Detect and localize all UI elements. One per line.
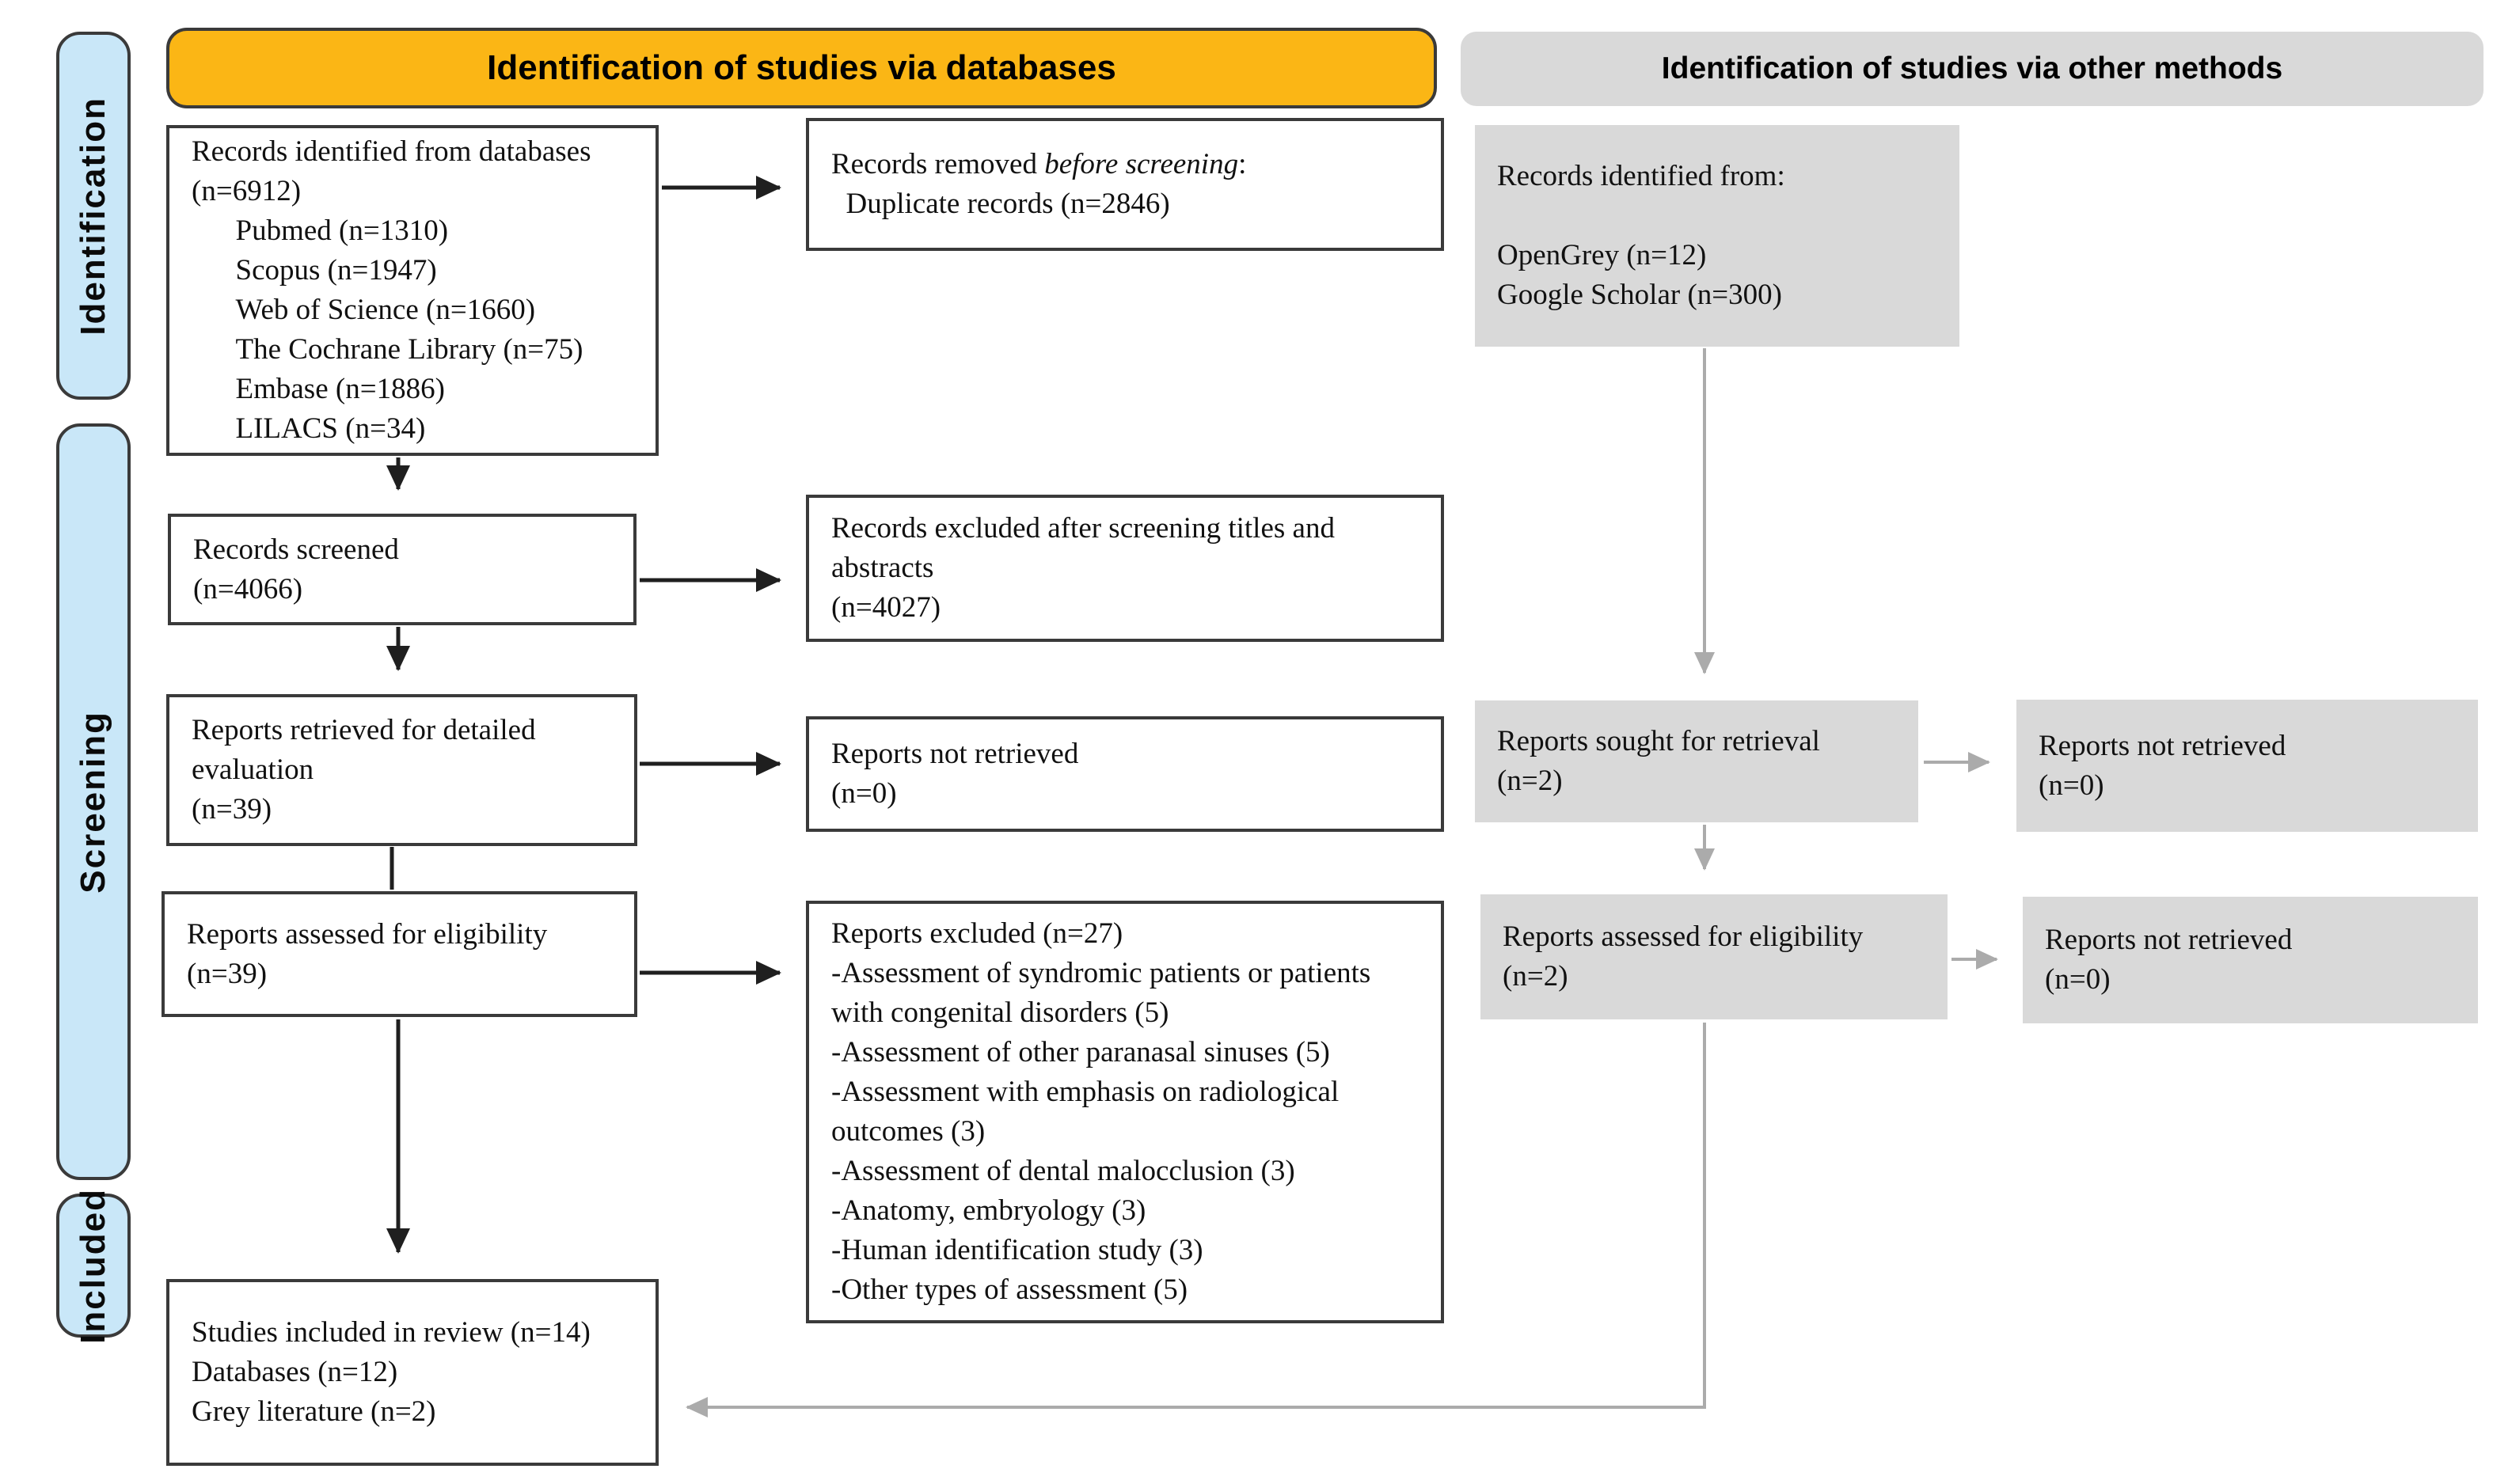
- box-text-line: -Anatomy, embryology (3): [831, 1194, 1146, 1227]
- box-text-line: -Human identification study (3): [831, 1234, 1203, 1266]
- box-text-line: Reports excluded (n=27): [831, 917, 1123, 950]
- records-removed-prefix: Records removed: [831, 148, 1045, 180]
- box-text-line: Pubmed (n=1310): [192, 214, 449, 247]
- box-text-line: Reports not retrieved: [831, 738, 1079, 770]
- box-text-line: (n=39): [192, 793, 272, 825]
- box-text-line: (n=4027): [831, 591, 941, 624]
- records-removed-suffix: :: [1238, 148, 1247, 180]
- box-text-line: (n=0): [2039, 769, 2104, 802]
- stage-label-included: Included: [74, 1187, 112, 1344]
- box-text-line: abstracts: [831, 552, 934, 584]
- box-text-line: Records identified from databases: [192, 135, 591, 168]
- box-text-line: Records identified from:: [1497, 160, 1785, 192]
- box-text-line: -Assessment of dental malocclusion (3): [831, 1155, 1295, 1187]
- records-removed-italic: before screening: [1044, 148, 1239, 180]
- box-reports-assessed-eligibility-other: Reports assessed for eligibility (n=2): [1480, 894, 1948, 1019]
- box-text-line: evaluation: [192, 753, 314, 786]
- box-text-line: (n=4066): [193, 572, 303, 605]
- box-reports-excluded-reasons: Reports excluded (n=27) -Assessment of sy…: [806, 901, 1444, 1323]
- box-text-line: The Cochrane Library (n=75): [192, 333, 583, 366]
- box-text-line: (n=2): [1503, 960, 1568, 992]
- box-reports-not-retrieved-other-2: Reports not retrieved (n=0): [2023, 897, 2478, 1023]
- stage-bar-identification: Identification: [56, 32, 131, 400]
- box-studies-included-in-review: Studies included in review (n=14) Databas…: [166, 1279, 659, 1466]
- box-records-screened: Records screened (n=4066): [168, 514, 637, 625]
- box-reports-sought-for-retrieval: Reports sought for retrieval (n=2): [1475, 700, 1918, 822]
- box-reports-assessed-eligibility-databases: Reports assessed for eligibility (n=39): [162, 891, 637, 1017]
- duplicate-records-line: Duplicate records (n=2846): [831, 188, 1170, 220]
- box-records-identified-databases: Records identified from databases (n=6912…: [166, 125, 659, 456]
- box-text-line: Databases (n=12): [192, 1356, 398, 1388]
- box-text-line: -Assessment of other paranasal sinuses (…: [831, 1036, 1330, 1068]
- box-reports-not-retrieved-other-1: Reports not retrieved (n=0): [2016, 700, 2478, 832]
- box-text-line: (n=39): [187, 957, 268, 990]
- box-text-line: -Other types of assessment (5): [831, 1273, 1188, 1306]
- box-text-line: Grey literature (n=2): [192, 1395, 436, 1428]
- box-text-line: Embase (n=1886): [192, 373, 445, 405]
- box-text-line: Reports assessed for eligibility: [187, 917, 548, 951]
- box-records-removed-before-screening: Records removed before screening: Duplic…: [806, 118, 1444, 251]
- box-text-line: (n=2): [1497, 765, 1563, 797]
- box-text-line: Studies included in review (n=14): [192, 1316, 591, 1349]
- box-text-line: Reports assessed for eligibility: [1503, 920, 1864, 953]
- box-text-line: -Assessment of syndromic patients or pat…: [831, 957, 1371, 989]
- box-reports-retrieved-detailed-evaluation: Reports retrieved for detailed evaluation…: [166, 694, 637, 846]
- box-text-line: Records excluded after screening titles …: [831, 512, 1335, 545]
- stage-label-identification: Identification: [74, 96, 112, 336]
- box-text-line: OpenGrey (n=12): [1497, 239, 1707, 271]
- box-text-line: with congenital disorders (5): [831, 996, 1169, 1029]
- box-text-line: LILACS (n=34): [192, 412, 426, 445]
- header-identification-via-other-methods: Identification of studies via other meth…: [1461, 32, 2483, 106]
- records-removed-line: Records removed before screening:: [831, 145, 1430, 184]
- box-text-line: (n=0): [2045, 963, 2111, 996]
- box-text-line: Google Scholar (n=300): [1497, 279, 1782, 311]
- box-text-line: (n=6912): [192, 175, 302, 207]
- stage-bar-screening: Screening: [56, 423, 131, 1180]
- box-text-line: Web of Science (n=1660): [192, 294, 536, 326]
- box-text-line: (n=0): [831, 777, 897, 810]
- box-text-line: [1497, 196, 1948, 236]
- box-reports-not-retrieved-databases: Reports not retrieved (n=0): [806, 716, 1444, 832]
- box-text-line: Reports not retrieved: [2045, 924, 2293, 956]
- box-text-line: Reports retrieved for detailed: [192, 714, 536, 746]
- box-text-line: Scopus (n=1947): [192, 254, 437, 287]
- box-records-excluded-after-screening: Records excluded after screening titles …: [806, 495, 1444, 642]
- box-text-line: Reports sought for retrieval: [1497, 725, 1820, 757]
- box-text-line: outcomes (3): [831, 1115, 986, 1148]
- stage-label-screening: Screening: [74, 710, 112, 894]
- box-records-identified-other-methods: Records identified from: OpenGrey (n=12)…: [1475, 125, 1959, 347]
- box-text-line: Reports not retrieved: [2039, 729, 2286, 762]
- header-identification-via-databases: Identification of studies via databases: [166, 28, 1437, 108]
- box-text-line: Records screened: [193, 533, 399, 566]
- box-text-line: -Assessment with emphasis on radiologica…: [831, 1076, 1340, 1108]
- stage-bar-included: Included: [56, 1188, 131, 1343]
